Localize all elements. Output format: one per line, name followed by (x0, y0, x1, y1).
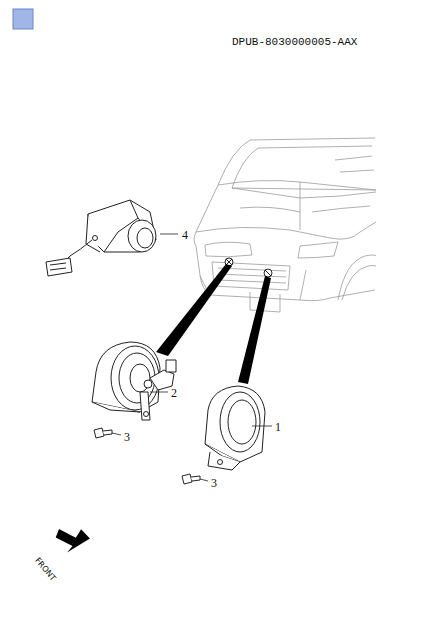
corner-marker (13, 9, 33, 29)
front-arrow (55, 526, 91, 553)
pointer-wedge (238, 276, 271, 384)
alarm-speaker (46, 200, 156, 276)
leader-line (112, 234, 272, 481)
vehicle-outline (194, 138, 376, 312)
front-label: FRONT (33, 556, 57, 583)
callout-number: 3 (211, 476, 217, 491)
mount-point (225, 258, 272, 277)
callout-number: 2 (171, 386, 177, 401)
horn (92, 342, 176, 420)
callout-number: 3 (124, 430, 130, 445)
callout-number: 1 (275, 420, 281, 435)
callout-number: 4 (182, 228, 188, 243)
bolt (94, 428, 200, 484)
horn (205, 386, 265, 470)
pointer-wedge (156, 264, 232, 356)
drawing-code: DPUB-8030000005-AAX (232, 36, 357, 48)
